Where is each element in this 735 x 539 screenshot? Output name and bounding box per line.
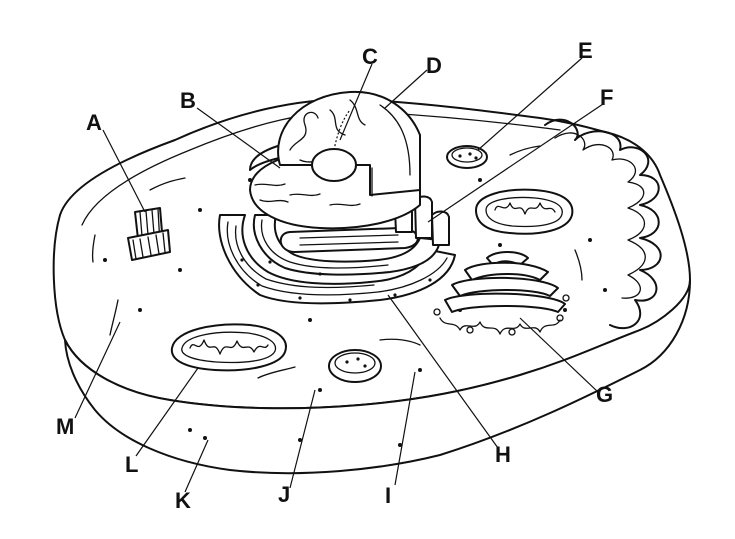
label-d: D [426, 53, 442, 78]
endoplasmic-reticulum [218, 195, 456, 305]
label-i: I [385, 483, 392, 508]
vesicle-lower [328, 349, 382, 383]
nucleus [249, 90, 421, 230]
mitochondrion [170, 323, 287, 372]
label-e: E [578, 38, 593, 63]
label-c: C [362, 44, 378, 69]
label-a: A [86, 110, 102, 135]
label-l: L [125, 452, 139, 477]
membrane-folds [544, 118, 662, 330]
label-g: G [596, 382, 614, 407]
golgi-apparatus [433, 251, 570, 336]
mitochondrion-upper [475, 188, 574, 235]
cell-side-wall [64, 279, 691, 475]
label-m: M [56, 414, 75, 439]
cytoplasm [91, 145, 607, 447]
label-h: H [495, 442, 511, 467]
label-k: K [175, 488, 191, 513]
label-j: J [278, 482, 291, 507]
label-b: B [180, 88, 196, 113]
centriole [127, 207, 171, 261]
leader-lines [74, 57, 604, 493]
label-f: F [600, 85, 614, 110]
vesicle-upper [446, 145, 488, 169]
